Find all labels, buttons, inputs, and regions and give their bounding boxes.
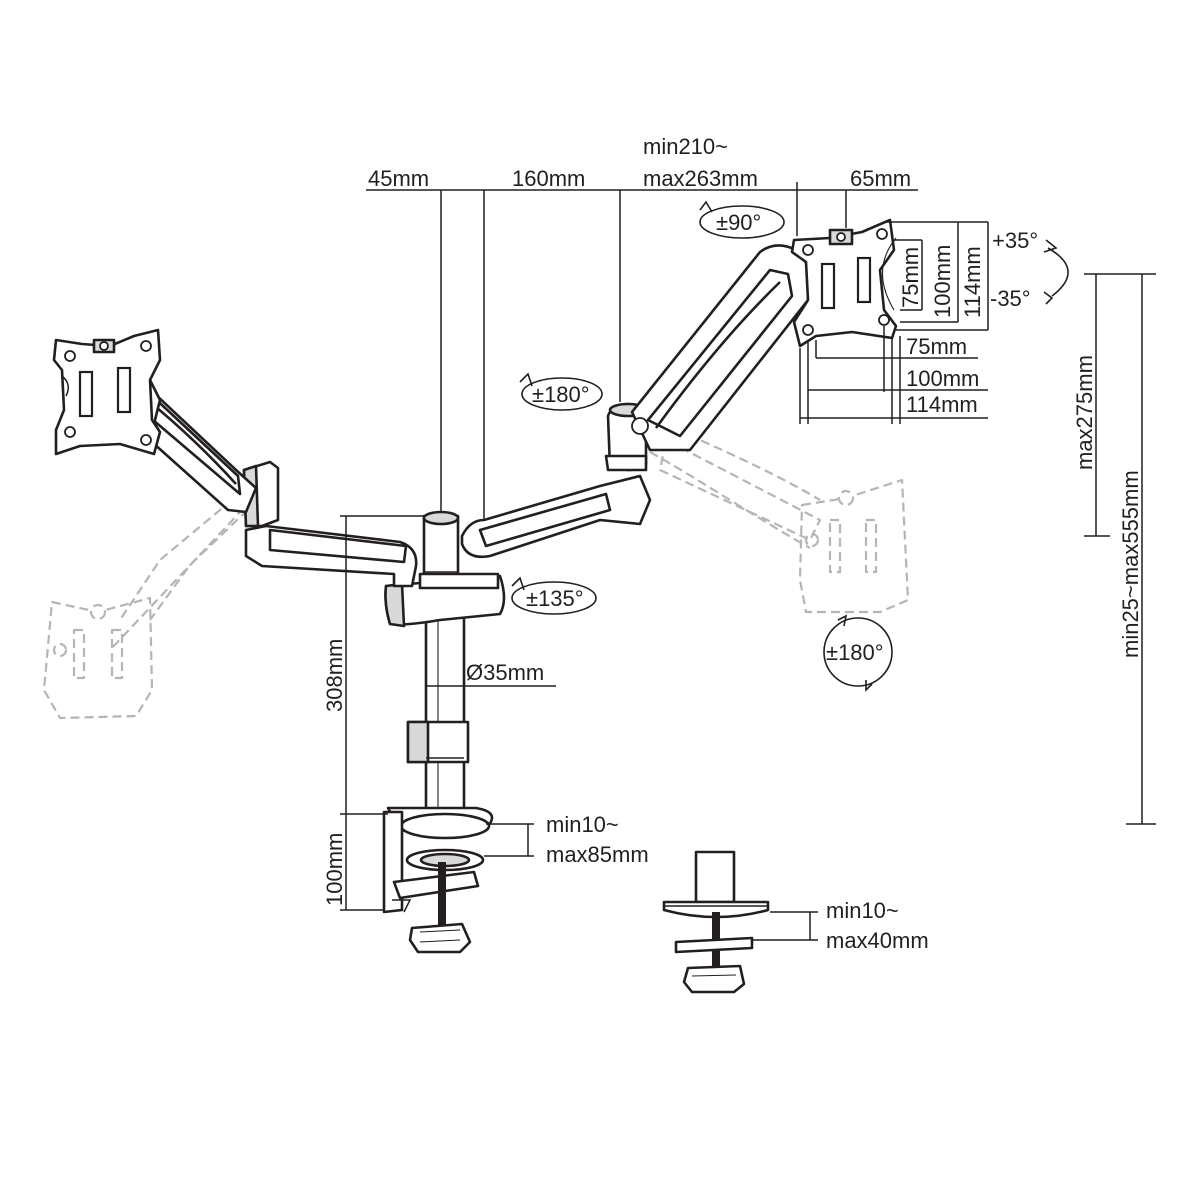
label-vesa-v-100: 100mm (930, 245, 955, 318)
label-swivel-90: ±90° (716, 210, 761, 235)
elbow-180-arrow (521, 377, 603, 411)
right-arm (460, 244, 812, 559)
swivel-90-arrow (699, 205, 785, 239)
rotation-arrows (511, 200, 1069, 692)
label-vesa-h-114: 114mm (906, 392, 978, 417)
label-elbow-180: ±180° (532, 382, 590, 407)
label-top-arm-line1: min210~ (643, 134, 728, 159)
label-height-total: min25~max555mm (1118, 470, 1143, 658)
label-height-arm: max275mm (1072, 355, 1097, 470)
left-vesa-plate (52, 328, 162, 456)
left-arm (118, 370, 418, 588)
dimension-labels: 45mm 160mm min210~ max263mm 65mm 75mm 10… (322, 134, 1143, 953)
tilt-arrow (1047, 247, 1069, 297)
rotate-180-arrow (823, 617, 893, 687)
label-top-right: 65mm (850, 166, 911, 191)
label-base-135: ±135° (526, 586, 584, 611)
clamp-range-lines (484, 823, 818, 941)
label-rotate-180: ±180° (826, 640, 884, 665)
right-vesa-plate (790, 218, 898, 348)
label-vesa-h-100: 100mm (906, 366, 979, 391)
label-grommet-range-line1: min10~ (826, 898, 899, 923)
label-clamp-height: 100mm (322, 833, 347, 906)
label-vesa-h-75: 75mm (906, 334, 967, 359)
label-clamp-range-line2: max85mm (546, 842, 649, 867)
label-clamp-range-line1: min10~ (546, 812, 619, 837)
vesa-dimension-lines (799, 221, 989, 424)
height-dimension-lines (1084, 273, 1156, 825)
label-tilt-up: +35° (992, 228, 1038, 253)
label-grommet-range-line2: max40mm (826, 928, 929, 953)
label-vesa-v-75: 75mm (898, 247, 923, 308)
label-top-arm-line2: max263mm (643, 166, 758, 191)
base-135-arrow (511, 581, 597, 615)
pole (406, 588, 470, 832)
label-vesa-v-114: 114mm (960, 246, 985, 318)
label-pole-diameter: Ø35mm (466, 660, 544, 685)
grommet-mount (662, 850, 770, 994)
label-top-mid: 160mm (512, 166, 585, 191)
label-tilt-down: -35° (990, 286, 1031, 311)
rotation-labels: ±90° +35° -35° ±180° ±135° ±180° (526, 210, 1038, 665)
pole-dimension-lines (340, 515, 556, 911)
base-hub (384, 510, 506, 628)
label-top-left: 45mm (368, 166, 429, 191)
desk-clamp (382, 806, 494, 954)
label-pole-height: 308mm (322, 639, 347, 712)
ghost-left-position (42, 499, 259, 720)
top-dimension-lines (366, 182, 918, 520)
